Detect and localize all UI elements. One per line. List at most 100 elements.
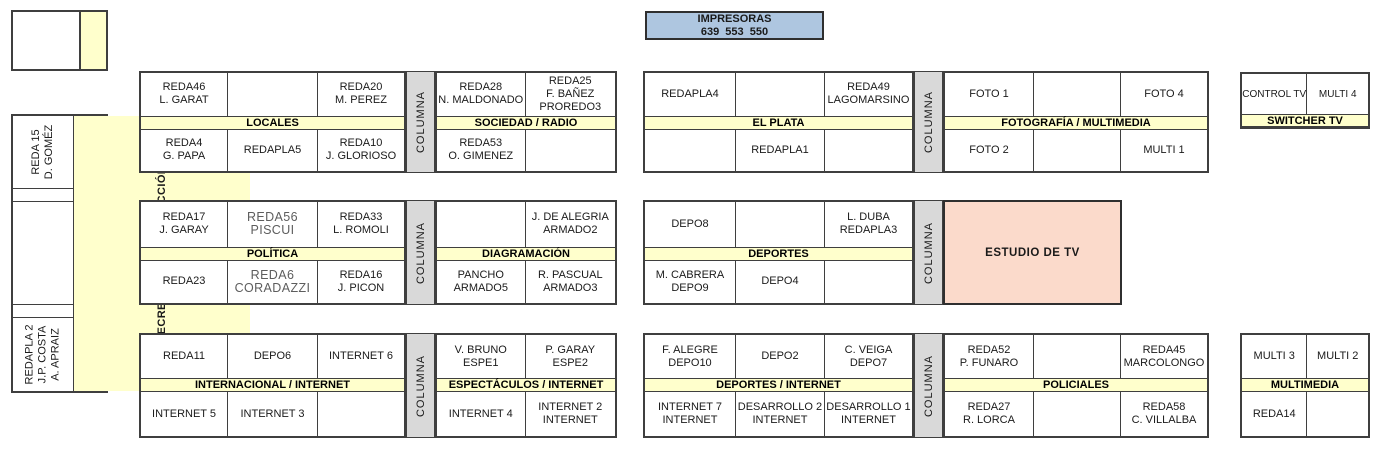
estudio-de-tv: ESTUDIO DE TV — [943, 200, 1122, 305]
desk-label: REDAPLA5 — [243, 143, 302, 156]
desk-cell: REDAPLA1 — [736, 129, 825, 171]
desk-label: INTERNET 6 — [328, 350, 393, 362]
fotografia-multimedia-top-row: FOTO 1 FOTO 4 — [945, 73, 1207, 116]
columna-label: COLUMNA — [414, 354, 427, 417]
desk-label: ARMADO3 — [543, 281, 598, 294]
columna-strip: COLUMNA — [914, 333, 943, 438]
desk-label: D. GOMÉZ — [42, 124, 55, 180]
columna-strip: COLUMNA — [914, 71, 943, 173]
desk-label: DEPO6 — [253, 350, 292, 362]
desk-label: REDA23 — [162, 275, 206, 288]
empty-desk-cell — [1034, 129, 1121, 171]
desk-label: INTERNET 2 — [538, 401, 603, 413]
desk-label: INTERNET — [752, 414, 808, 426]
desk-label: REDA4 — [165, 137, 203, 150]
desk-label: MULTI 1 — [1143, 143, 1185, 156]
band-sociedad-radio: SOCIEDAD / RADIO — [437, 115, 615, 130]
band-policiales: POLICIALES — [945, 378, 1207, 393]
desk-cell: MULTI 1 — [1121, 130, 1207, 171]
desk-cell: INTERNET 3 — [228, 392, 318, 436]
desk-label: REDA6 — [250, 267, 295, 282]
desk-label: CORADAZZI — [234, 280, 311, 295]
desk-label: G. PAPA — [162, 150, 206, 163]
corner-box — [11, 10, 108, 71]
desk-label: R. PASCUAL — [537, 268, 603, 281]
empty-desk-cell — [318, 392, 404, 436]
desk-label: REDAPLA1 — [751, 143, 809, 156]
desk-label: ESPE2 — [552, 356, 588, 369]
desk-label: F. BAÑEZ — [546, 87, 595, 100]
desk-label: F. ALEGRE — [662, 343, 718, 356]
columna-label: COLUMNA — [922, 221, 935, 284]
desk-label: DEPO10 — [668, 356, 712, 369]
desk-label: FOTO 1 — [969, 87, 1009, 100]
desk-label: ARMADO5 — [453, 281, 508, 294]
multimedia-bottom-row: REDA14 — [1242, 392, 1368, 436]
columna-strip: COLUMNA — [406, 200, 435, 305]
columna-label: COLUMNA — [922, 90, 935, 154]
band-internacional-internet: INTERNACIONAL / INTERNET — [141, 378, 404, 393]
sidebar-empty-cell — [13, 305, 73, 319]
desk-label: INTERNET — [840, 414, 896, 426]
sidebar-empty-cell — [13, 202, 73, 306]
desk-label: MULTI 3 — [1253, 350, 1295, 362]
desk-cell: REDAPLA4 — [645, 73, 736, 116]
columna-label: COLUMNA — [414, 221, 427, 284]
band-deportes: DEPORTES — [645, 246, 912, 261]
desk-label: DEPO7 — [849, 356, 888, 369]
desk-label: REDA46 — [162, 81, 206, 94]
desk-cell: MULTI 4 — [1307, 74, 1368, 114]
desk-label: DEPO4 — [761, 275, 799, 288]
sidebar-empty-cell — [13, 189, 73, 202]
empty-desk-cell — [645, 129, 736, 171]
empty-desk-cell — [736, 202, 825, 247]
desk-label: INTERNET — [542, 414, 598, 426]
desk-label: REDA14 — [1252, 407, 1296, 420]
desk-label: R. LORCA — [963, 414, 1015, 426]
band-multimedia: MULTIMEDIA — [1242, 378, 1368, 393]
desk-label: L. ROMOLI — [333, 224, 389, 237]
desk-label: L. GARAT — [159, 94, 209, 107]
desk-label: PROREDO3 — [539, 100, 602, 113]
desk-cell: FOTO 4 — [1121, 73, 1207, 116]
desk-label: P. FUNARO — [959, 356, 1019, 369]
desk-cell: INTERNET 4 — [437, 392, 526, 436]
columna-strip: COLUMNA — [406, 333, 435, 438]
desk-label: REDA17 — [162, 211, 206, 224]
columna-label: COLUMNA — [922, 354, 935, 417]
desk-label: REDA16 — [339, 268, 383, 281]
desk-cell: FOTO 1 — [945, 73, 1034, 116]
desk-label: N. MALDONADO — [438, 94, 524, 107]
